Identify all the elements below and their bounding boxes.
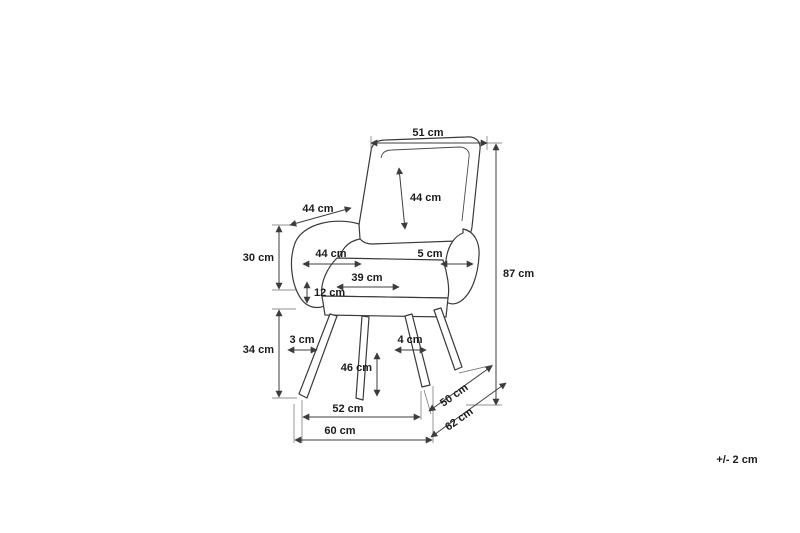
dimension-label-armrest-thickness: 5 cm <box>417 248 442 260</box>
dimension-label-armrest-to-backrest: 44 cm <box>302 203 333 215</box>
dimension-label-total-depth: 62 cm <box>443 406 476 434</box>
chair-rear-left-leg <box>355 315 370 401</box>
dimension-label-rear-leg-thickness: 4 cm <box>397 334 422 346</box>
chair-front-left-leg <box>298 313 338 399</box>
chair-seat-front <box>321 295 449 318</box>
tolerance-note: +/- 2 cm <box>716 454 757 466</box>
dimension-label-front-leg-thickness: 3 cm <box>289 334 314 346</box>
dim-line-armrest-to-backrest <box>289 206 352 227</box>
dimension-label-side-leg-span: 50 cm <box>438 382 471 410</box>
dimension-label-leg-height: 34 cm <box>243 344 274 356</box>
dimension-label-total-height: 87 cm <box>503 268 534 280</box>
dimension-label-armrest-height: 30 cm <box>243 252 274 264</box>
dimension-label-backrest-top-width: 51 cm <box>412 127 443 139</box>
dimension-label-front-leg-span: 52 cm <box>332 403 363 415</box>
dimension-label-total-width: 60 cm <box>324 425 355 437</box>
dimension-label-backrest-height: 44 cm <box>410 192 441 204</box>
dimension-lines <box>275 139 507 444</box>
dimension-label-under-seat-clearance: 46 cm <box>341 362 372 374</box>
chair-rear-right-leg <box>433 307 463 371</box>
dim-line-total-depth <box>430 382 507 438</box>
dimension-label-seat-depth: 39 cm <box>351 272 382 284</box>
chair-backrest-seam <box>380 146 470 222</box>
dimension-label-seat-inner-width: 44 cm <box>315 248 346 260</box>
dim-line-backrest-height <box>396 167 408 230</box>
chair-drawing <box>290 136 481 401</box>
dimension-label-seat-front-thickness: 12 cm <box>314 287 345 299</box>
chair-backrest <box>357 136 481 245</box>
